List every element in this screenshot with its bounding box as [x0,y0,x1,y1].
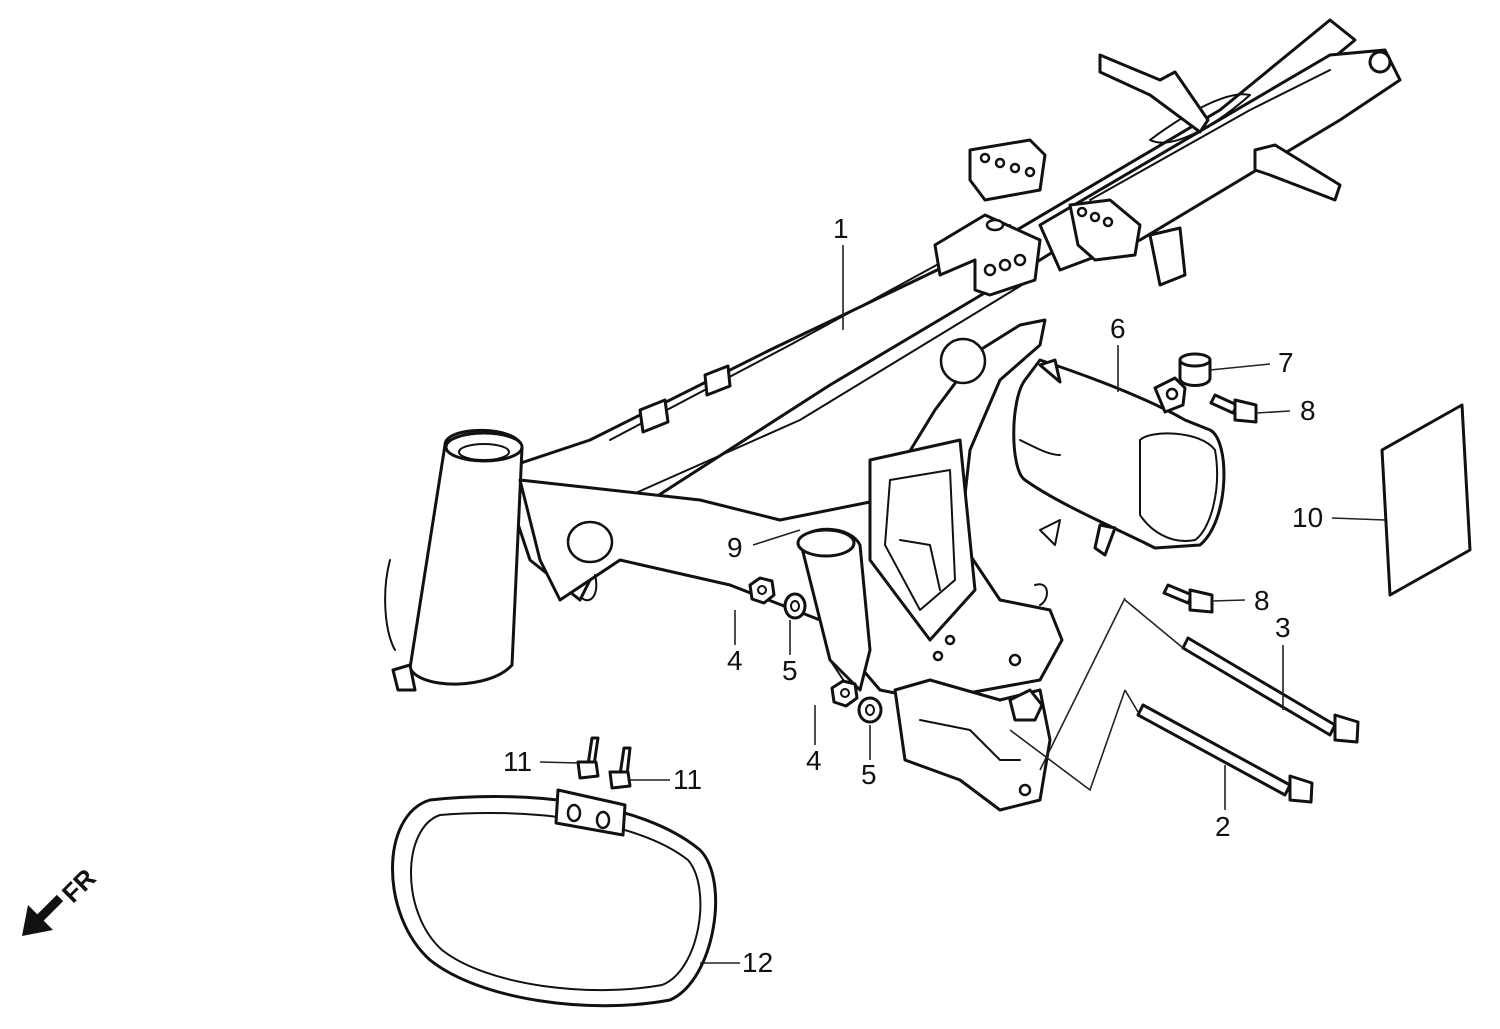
part-12-oval-guard [391,788,718,1008]
callout-9: 9 [727,532,743,563]
part-4-nut-upper [748,576,776,605]
callout-3: 3 [1275,612,1291,643]
main-frame [384,18,1402,812]
part-7-collar [1178,352,1212,387]
part-8-bolt-upper [1209,393,1258,424]
front-direction-indicator: FR [22,863,102,936]
part-5-washer-upper [783,592,807,620]
callout-5-lower: 5 [861,759,877,790]
part-4-nut-lower [830,679,859,708]
part-3-long-bolt [1181,636,1360,744]
callout-4-lower: 4 [806,745,822,776]
arrow-down-left-icon [22,894,64,936]
part-11-bolt-left [576,736,600,780]
callout-11-right: 11 [673,764,702,795]
callout-8-lower: 8 [1254,585,1270,616]
leader-lines [539,245,1386,964]
part-9-cover [796,527,872,692]
part-5-washer-lower [857,696,883,724]
callout-labels: 1 2 3 4 4 5 5 6 7 8 8 9 10 11 11 12 [503,213,1323,978]
front-direction-label: FR [56,863,102,909]
callout-11-left: 11 [503,746,532,777]
callout-10: 10 [1292,502,1323,533]
callout-4-upper: 4 [727,645,743,676]
part-2-long-bolt [1136,703,1314,804]
callout-5-upper: 5 [782,655,798,686]
part-8-bolt-lower [1162,583,1214,614]
callout-12: 12 [742,947,773,978]
callout-7: 7 [1278,347,1294,378]
part-10-plate [1380,403,1472,597]
callout-6: 6 [1110,313,1126,344]
part-6-box [1012,358,1226,557]
callout-8-upper: 8 [1300,395,1316,426]
callout-1: 1 [833,213,849,244]
part-11-bolt-right [608,746,632,790]
callout-2: 2 [1215,811,1231,842]
